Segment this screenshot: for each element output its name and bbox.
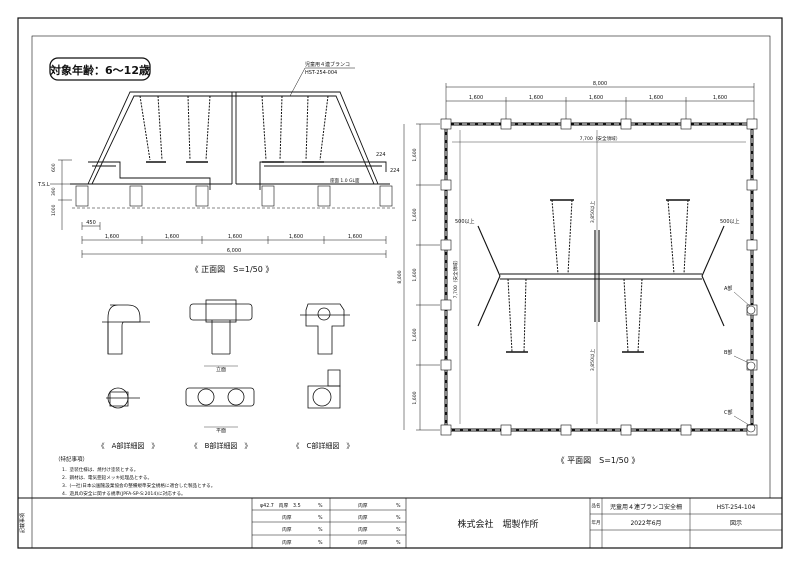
wall-label-1: 肉厚: [282, 514, 292, 521]
pipe-spec: φ42.7 肉厚 3.5: [260, 502, 301, 509]
note-line-1: 1．塗装仕様は、焼付け塗装とする。: [62, 466, 138, 473]
plan-view-caption: 《 平面図 S=1/50 》: [557, 456, 640, 465]
wall-label-7: 肉厚: [358, 539, 368, 546]
left-dim-d: 1,600: [412, 328, 418, 341]
product-name: 児童用４連ブランコ安全柵: [610, 503, 682, 511]
plan-span-4: 1,600: [649, 95, 663, 101]
part-label-c: C部: [724, 409, 733, 416]
plan-view: 8,000 1,600 1,600 1,600 1,600 1,600 7,70…: [397, 81, 758, 465]
plan-label: 平面: [216, 428, 226, 434]
plan-total-width: 8,000: [593, 81, 607, 87]
center-dim-top: 3,850以上: [589, 200, 596, 223]
ref-label: T.S.L: [37, 182, 50, 188]
target-age-label: 対象年齢：6～12歳: [49, 63, 150, 77]
drawing-number: HST-254-104: [717, 504, 756, 511]
plan-total-height: 8,000: [397, 270, 403, 283]
wall-unit-6: %: [396, 515, 401, 521]
center-dim-bottom: 3,850以上: [589, 348, 596, 371]
left-dim-1: 600: [51, 163, 57, 172]
front-span-1: 1,600: [105, 234, 119, 240]
detail-a-caption: 《 A部詳細図 》: [98, 441, 159, 450]
notes-block: （特記事項） 1．塗装仕様は、焼付け塗装とする。 2．鋼材は、電気亜鉛メッキ処理…: [55, 455, 215, 497]
detail-c-elevation: [300, 303, 350, 355]
front-frame: [70, 91, 390, 190]
figure-label: 図示: [730, 520, 742, 527]
plan-swing-frame: [477, 225, 725, 327]
dim-224-a: 224: [376, 152, 386, 158]
wall-unit-3: %: [318, 527, 323, 533]
detail-c-caption: 《 C部詳細図 》: [293, 441, 354, 450]
safety-width: 7,700（安全領域）: [580, 135, 621, 142]
name-label: 品名: [592, 502, 601, 509]
detail-a-elevation: [102, 304, 150, 355]
wall-unit-8: %: [396, 540, 401, 546]
plan-span-5: 1,600: [713, 95, 727, 101]
front-span-5: 1,600: [348, 234, 362, 240]
elevation-label: 立面: [216, 366, 226, 373]
plan-span-1: 1,600: [469, 95, 483, 101]
wall-unit-5: %: [396, 503, 401, 509]
note-line-3: 3．(一社)日本公園施設業協会の整備規準安全規格に適合した製品とする。: [62, 482, 215, 489]
part-markers: [746, 305, 756, 433]
part-label-b: B部: [724, 349, 732, 356]
safety-height: 7,700（安全領域）: [452, 258, 459, 299]
left-dim-3: 1000: [51, 204, 57, 216]
fence-posts: [440, 118, 758, 436]
detail-b-plan: [185, 387, 255, 407]
wall-unit-7: %: [396, 527, 401, 533]
plan-top-dims: [445, 83, 755, 120]
notes-title: （特記事項）: [55, 455, 88, 463]
left-dim-a: 1,600: [412, 148, 418, 161]
swing-chains: [139, 95, 329, 161]
detail-drawings: 《 A部詳細図 》 立面 平面 《 B部詳細図 》: [98, 299, 354, 450]
front-span-3: 1,600: [228, 234, 242, 240]
plan-left-dims: [403, 123, 440, 431]
detail-a-plan: [106, 387, 140, 409]
title-block: 記載事項 φ42.7 肉厚 3.5 % 肉厚 % 肉厚 % 肉厚 % 肉厚 % …: [17, 497, 783, 549]
target-age-box: [49, 57, 151, 81]
note-line-2: 2．鋼材は、電気亜鉛メッキ処理品とする。: [62, 474, 152, 481]
front-view: 対象年齢：6～12歳 児童用４連ブランコ HST-254-004: [37, 57, 400, 274]
wall-unit-4: %: [318, 540, 323, 546]
left-dim-e: 1,600: [412, 391, 418, 404]
front-span-2: 1,600: [165, 234, 179, 240]
wall-label-3: 肉厚: [282, 539, 292, 546]
drawing-date: 2022年6月: [630, 519, 661, 527]
title-left-label: 記載事項: [19, 513, 26, 533]
left-dim-2: 390: [51, 187, 57, 196]
date-label: 年月: [592, 519, 601, 526]
wall-unit-1: %: [318, 503, 323, 509]
dim-224-b: 224: [390, 168, 400, 174]
wall-unit-2: %: [318, 515, 323, 521]
wall-label-4: 肉厚: [358, 502, 368, 509]
plan-swing-chains: [507, 199, 689, 353]
detail-c-plan: [307, 369, 341, 409]
safety-fence: [444, 122, 754, 432]
front-dim-small: 450: [86, 220, 96, 226]
product-code-label: HST-254-004: [305, 70, 337, 76]
front-footings: [72, 185, 396, 209]
front-view-caption: 《 正面図 S=1/50 》: [191, 265, 274, 274]
detail-b-caption: 《 B部詳細図 》: [191, 441, 252, 450]
wall-label-6: 肉厚: [358, 526, 368, 533]
front-dim-lines: [81, 222, 387, 258]
wall-label-2: 肉厚: [282, 526, 292, 533]
detail-b-elevation: [189, 299, 253, 355]
note-line-4: 4．遊具の安全に関する規準(JPFA-SP-S:2014)に対応する。: [62, 490, 186, 497]
front-span-4: 1,600: [289, 234, 303, 240]
product-label: 児童用４連ブランコ: [305, 61, 350, 68]
left-note: 500以上: [455, 218, 475, 225]
wall-label-5: 肉厚: [358, 514, 368, 521]
left-dim-b: 1,600: [412, 208, 418, 221]
plan-span-2: 1,600: [529, 95, 543, 101]
part-label-a: A部: [724, 285, 732, 292]
plan-swing-seats: [506, 199, 690, 353]
left-dim-c: 1,600: [412, 268, 418, 281]
seat-note: 座面 1.0 GL面: [330, 177, 360, 184]
plan-span-3: 1,600: [589, 95, 603, 101]
right-note: 500以上: [720, 218, 740, 225]
front-total-width: 6,000: [227, 248, 241, 254]
company-name: 株式会社 堀製作所: [457, 518, 538, 530]
